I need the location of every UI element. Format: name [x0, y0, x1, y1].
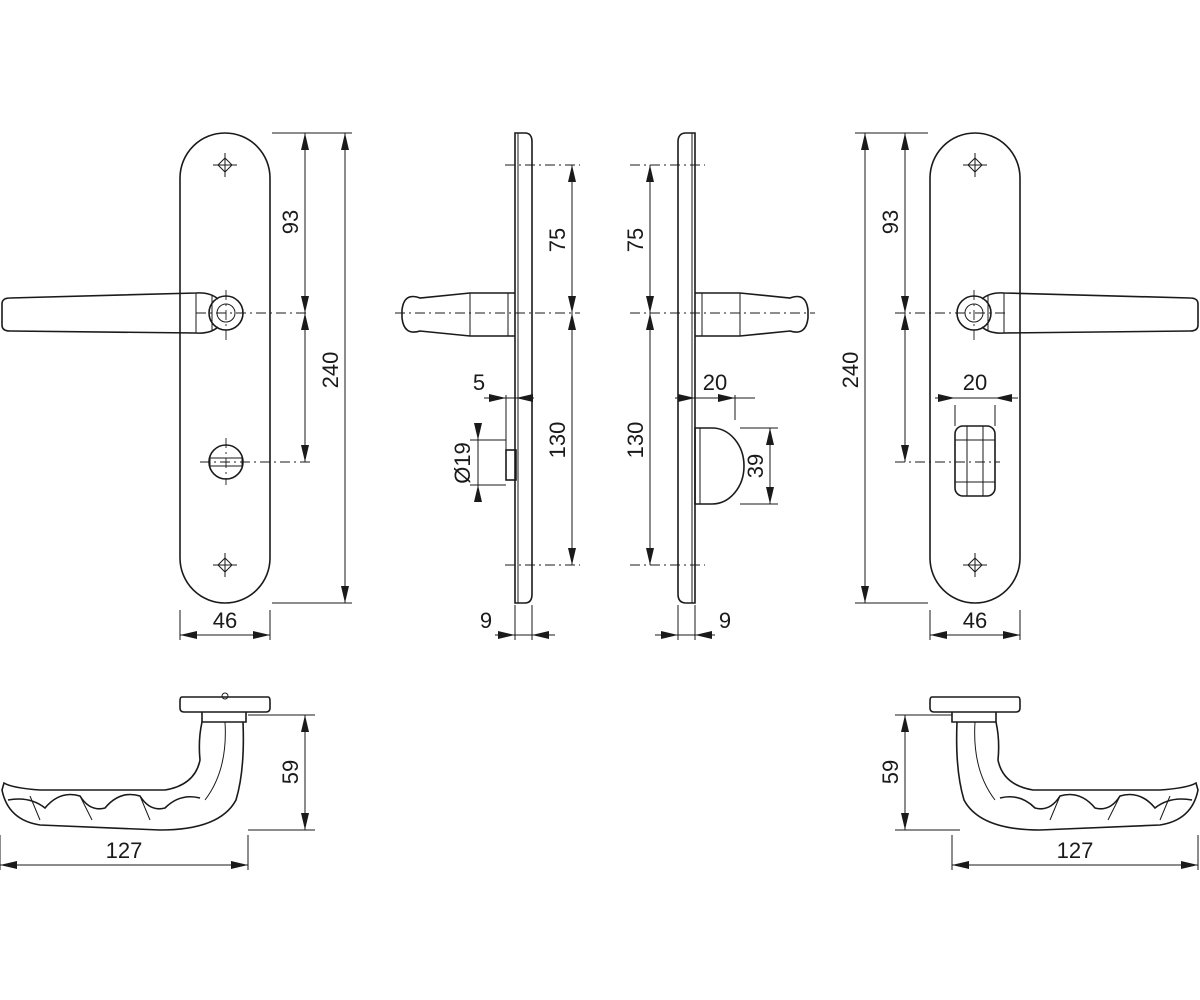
left-handle-rose-plate: [179, 696, 271, 713]
dim-right-total-label: 240: [838, 352, 863, 389]
left-side-turn-knob: [505, 449, 517, 481]
dim-left-side-lower-label: 130: [545, 422, 570, 459]
right-turn-indicator: [954, 425, 996, 497]
dim-left-side-offset-label: 5: [473, 370, 485, 395]
right-bottom-screw-hole: [963, 553, 987, 577]
dim-right-side-lower-label: 130: [623, 422, 648, 459]
dim-left-handle-length-label: 127: [106, 838, 143, 863]
right-handle-grip: [999, 793, 1193, 810]
right-handle-shank: [955, 721, 1199, 831]
dim-right-handle-length-label: 127: [1057, 838, 1094, 863]
right-backplate: [929, 132, 1021, 604]
dim-left-side-diameter-label: Ø19: [450, 442, 475, 484]
right-side-plate: [677, 132, 696, 604]
dim-right-side-height-label: 39: [743, 454, 768, 478]
right-front-view: [855, 132, 1199, 640]
dim-left-upper-label: 93: [278, 210, 303, 234]
right-side-lever: [695, 292, 809, 337]
dim-right-upper-label: 93: [878, 210, 903, 234]
left-handle-grip: [7, 793, 201, 810]
left-handle-shank: [1, 721, 245, 831]
left-side-lever: [401, 292, 515, 337]
left-backplate: [179, 132, 271, 604]
left-handle-top-view: [0, 692, 315, 870]
left-top-screw-hole: [213, 153, 237, 177]
left-bottom-screw-hole: [213, 553, 237, 577]
left-side-plate: [514, 132, 533, 604]
dim-right-side-depth-label: 9: [719, 608, 731, 633]
right-lever: [981, 292, 1199, 334]
dim-left-handle-height-label: 59: [278, 760, 303, 784]
right-handle-top-view: [895, 696, 1199, 870]
dim-right-turn-width-label: 20: [963, 370, 987, 395]
right-handle-rose-plate: [929, 696, 1021, 713]
right-top-screw-hole: [963, 153, 987, 177]
dim-left-total-label: 240: [318, 352, 343, 389]
dim-left-side-depth-label: 9: [480, 608, 492, 633]
left-side-view: [395, 132, 580, 640]
left-front-view: [1, 132, 352, 640]
dim-right-side-upper-label: 75: [623, 228, 648, 252]
right-side-view: [630, 132, 815, 640]
left-lever: [1, 292, 219, 334]
dim-left-width-label: 46: [213, 608, 237, 633]
dim-right-width-label: 46: [963, 608, 987, 633]
dim-right-side-offset-label: 20: [703, 370, 727, 395]
right-side-indicator: [694, 427, 745, 505]
dim-left-side-upper-label: 75: [545, 228, 570, 252]
dim-right-handle-height-label: 59: [878, 760, 903, 784]
